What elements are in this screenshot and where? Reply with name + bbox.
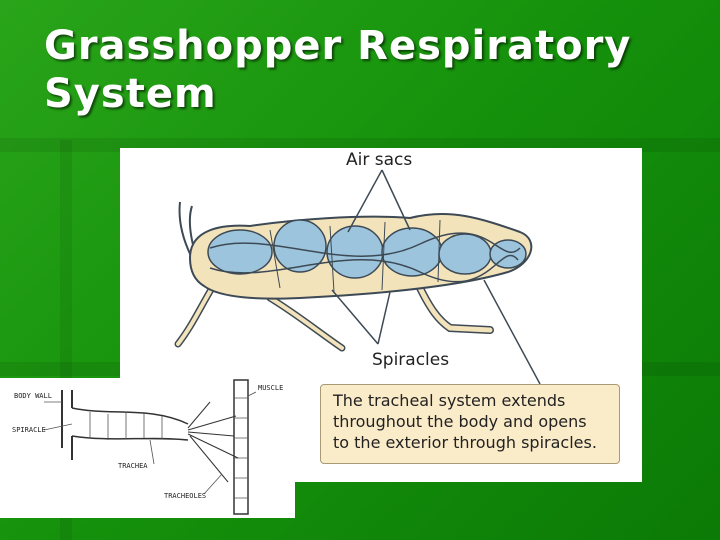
title-line-2: System (44, 70, 684, 118)
title-line-1: Grasshopper Respiratory (44, 22, 684, 70)
label-air-sacs: Air sacs (346, 150, 412, 170)
caption-line-2: throughout the body and opens (333, 411, 607, 432)
caption-box: The tracheal system extends throughout t… (320, 384, 620, 464)
caption-line-1: The tracheal system extends (333, 390, 607, 411)
label-tracheoles: TRACHEOLES (164, 492, 206, 500)
trachea-inset-diagram: BODY WALL SPIRACLE TRACHEA TRACHEOLES MU… (0, 378, 295, 518)
caption-line-3: to the exterior through spiracles. (333, 432, 607, 453)
label-muscle: MUSCLE (258, 384, 283, 392)
label-trachea: TRACHEA (118, 462, 148, 470)
label-body-wall: BODY WALL (14, 392, 52, 400)
label-spiracle: SPIRACLE (12, 426, 46, 434)
slide-title: Grasshopper Respiratory System (44, 22, 684, 118)
label-spiracles: Spiracles (372, 350, 449, 370)
